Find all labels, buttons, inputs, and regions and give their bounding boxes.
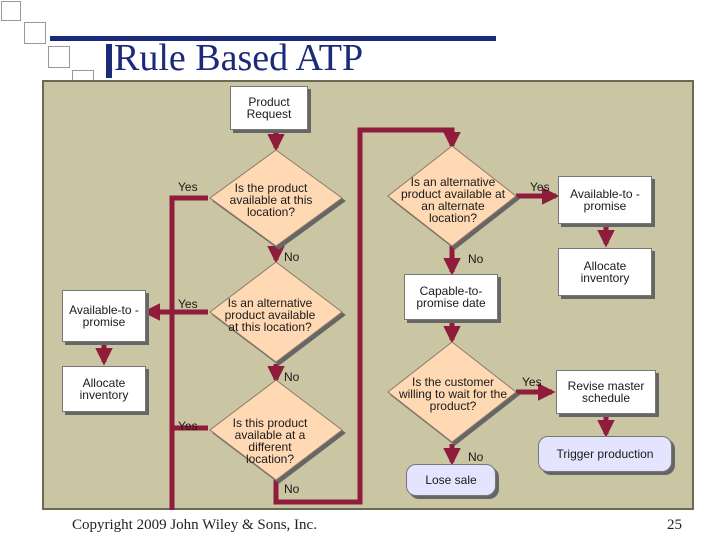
decorative-square: [1, 1, 21, 21]
lose-sale-box: Lose sale: [406, 464, 496, 496]
no-label: No: [468, 450, 484, 464]
decision-diamond: [209, 149, 343, 247]
decorative-square: [24, 22, 46, 44]
yes-label: Yes: [178, 180, 198, 194]
question-alternative-elsewhere: Is an alternative product available at a…: [400, 175, 506, 225]
available-to-promise-box-left: Available-to -promise: [62, 290, 146, 342]
yes-label: Yes: [522, 375, 542, 389]
decorative-square: [48, 46, 70, 68]
yes-label: Yes: [178, 297, 198, 311]
no-label: No: [468, 252, 484, 266]
yes-label: Yes: [178, 419, 198, 433]
question-different-location: Is this product available at a different…: [232, 416, 308, 466]
no-label: No: [284, 370, 300, 384]
no-label: No: [284, 250, 300, 264]
available-to-promise-box-right: Available-to -promise: [558, 176, 652, 224]
decision-diamond: [387, 145, 517, 247]
copyright-footer: Copyright 2009 John Wiley & Sons, Inc.: [72, 517, 317, 533]
revise-master-schedule-box: Revise master schedule: [556, 370, 656, 414]
question-customer-wait: Is the customer willing to wait for the …: [398, 375, 508, 413]
capable-to-promise-box: Capable-to-promise date: [404, 274, 498, 320]
allocate-inventory-box-right: Allocate inventory: [558, 248, 652, 296]
question-product-available-here: Is the product available at this locatio…: [229, 181, 313, 219]
title-side-rule: [106, 44, 112, 78]
decision-diamond: [387, 341, 517, 443]
page-title: Rule Based ATP: [114, 37, 364, 79]
decision-diamond: [209, 261, 343, 363]
trigger-production-box: Trigger production: [538, 436, 672, 472]
connector: [169, 195, 208, 510]
yes-label: Yes: [530, 180, 550, 194]
allocate-inventory-box-left: Allocate inventory: [62, 366, 146, 412]
product-request-box: Product Request: [230, 86, 308, 130]
connector: [273, 127, 461, 505]
decision-diamond: [209, 379, 343, 481]
title-rule: [50, 36, 496, 41]
no-label: No: [284, 482, 300, 496]
page-number: 25: [667, 517, 682, 533]
question-alternative-here: Is an alternative product available at t…: [224, 296, 316, 334]
